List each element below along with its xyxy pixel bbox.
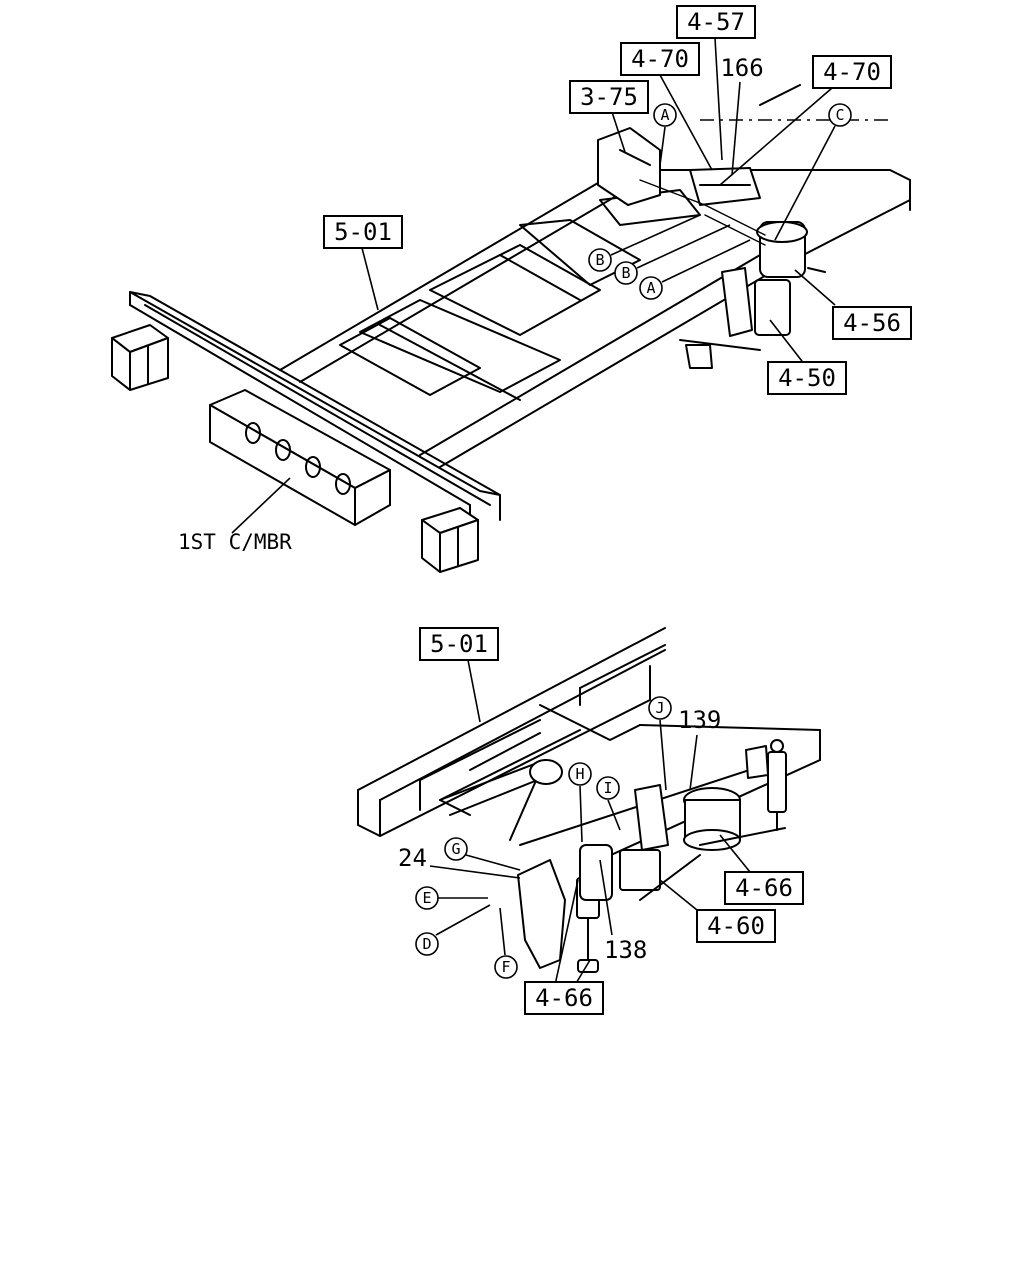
svg-text:I: I (603, 779, 612, 797)
figure-2-boxed-refs: 5-01 4-66 4-60 4-66 (419, 627, 804, 1015)
ref-box-3-75: 3-75 (569, 80, 649, 114)
figure-2-leader-lines (429, 659, 751, 986)
ref-box-4-70-left: 4-70 (620, 42, 700, 76)
svg-text:4-70: 4-70 (631, 45, 689, 73)
callout-j: J (648, 696, 672, 720)
svg-text:4-66: 4-66 (535, 984, 593, 1012)
rear-suspension-components (597, 127, 826, 369)
crossmember-panels (339, 189, 701, 401)
figure-1-callouts: A C B B A (588, 103, 852, 300)
callout-b-2: B (614, 261, 638, 285)
figure-2-rear-assembly (357, 627, 821, 973)
ref-box-4-50: 4-50 (767, 361, 847, 395)
figure-2-callouts: J H I G E D F (415, 696, 672, 979)
ref-box-4-57: 4-57 (676, 5, 756, 39)
ref-box-5-01-bottom: 5-01 (419, 627, 499, 661)
ref-label-139: 139 (678, 706, 721, 734)
ref-label-138: 138 (604, 936, 647, 964)
svg-text:F: F (501, 958, 510, 976)
ref-box-4-56: 4-56 (832, 306, 912, 340)
first-crossmember (209, 389, 391, 526)
svg-text:4-66: 4-66 (735, 874, 793, 902)
svg-text:4-56: 4-56 (843, 309, 901, 337)
callout-b-1: B (588, 248, 612, 272)
callout-c: C (828, 103, 852, 127)
left-side-rail (129, 291, 501, 531)
svg-text:5-01: 5-01 (430, 630, 488, 658)
figure-1-frame-assembly (111, 84, 911, 573)
svg-text:C: C (835, 106, 844, 124)
svg-text:D: D (422, 935, 431, 953)
crossmember-label: 1ST C/MBR (178, 530, 292, 554)
ref-box-5-01-top: 5-01 (323, 215, 403, 249)
figure-2-plain-refs: 139 24 138 (398, 706, 721, 964)
frame-rails (279, 84, 911, 468)
svg-text:166: 166 (720, 54, 763, 82)
ref-box-4-60: 4-60 (696, 909, 776, 943)
svg-text:4-70: 4-70 (823, 58, 881, 86)
ref-box-4-66-right: 4-66 (724, 871, 804, 905)
ref-label-166: 166 (720, 54, 763, 82)
ref-box-4-66-left: 4-66 (524, 981, 604, 1015)
callout-f: F (494, 955, 518, 979)
svg-text:4-60: 4-60 (707, 912, 765, 940)
figure-2-frame-rails (357, 627, 821, 861)
svg-text:4-50: 4-50 (778, 364, 836, 392)
svg-text:3-75: 3-75 (580, 83, 638, 111)
svg-text:4-57: 4-57 (687, 8, 745, 36)
svg-text:G: G (451, 840, 460, 858)
figure-2-suspension-parts (439, 739, 787, 973)
ref-label-24: 24 (398, 844, 427, 872)
svg-text:J: J (655, 699, 664, 717)
ref-box-4-70-right: 4-70 (812, 55, 892, 89)
callout-a-bottom: A (639, 276, 663, 300)
svg-text:B: B (621, 264, 630, 282)
svg-text:B: B (595, 251, 604, 269)
callout-g: G (444, 837, 468, 861)
svg-text:E: E (422, 889, 431, 907)
svg-text:5-01: 5-01 (334, 218, 392, 246)
callout-d: D (415, 932, 439, 956)
figure-1-boxed-refs: 4-57 4-70 166 4-70 3-75 5-01 4-56 4-50 (323, 5, 912, 395)
figure-1-leader-lines (231, 37, 836, 534)
callout-i: I (596, 776, 620, 800)
callout-a-top: A (653, 103, 677, 127)
svg-text:H: H (575, 765, 584, 783)
front-mounting-blocks (111, 324, 479, 573)
callout-h: H (568, 762, 592, 786)
svg-text:A: A (660, 106, 669, 124)
callout-e: E (415, 886, 439, 910)
svg-text:A: A (646, 279, 655, 297)
